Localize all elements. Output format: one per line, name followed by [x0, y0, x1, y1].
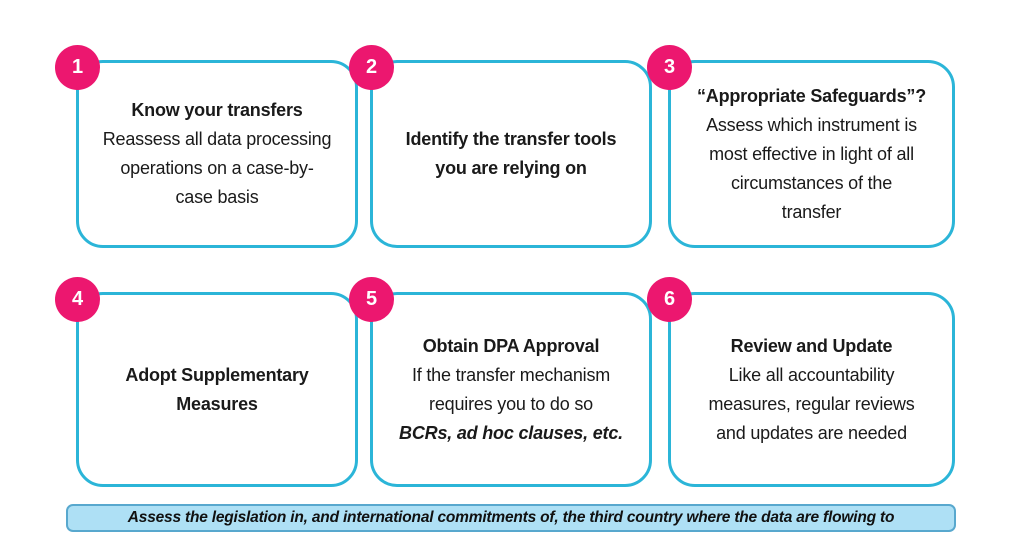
step-note: BCRs, ad hoc clauses, etc. [399, 422, 623, 443]
step-number-badge-4: 4 [55, 277, 100, 322]
step-box-2: 2 Identify the transfer tools you are re… [349, 45, 652, 248]
step-number: 2 [365, 56, 378, 78]
step-box-3: 3 “Appropriate Safeguards”? Assess which… [647, 45, 955, 248]
banner-text: Assess the legislation in, and internati… [127, 509, 895, 526]
step-box-1: 1 Know your transfers Reassess all data … [55, 45, 358, 248]
step-number: 1 [71, 56, 84, 78]
step-box-6: 6 Review and Update Like all accountabil… [647, 277, 955, 487]
step-number-badge-6: 6 [647, 277, 692, 322]
step-body: Reassess all data processing operations … [102, 129, 332, 207]
step-title: Obtain DPA Approval [422, 335, 600, 356]
step-body: Like all accountability measures, regula… [708, 364, 915, 443]
step-number: 3 [663, 56, 676, 78]
step-number-badge-2: 2 [349, 45, 394, 90]
step-title: Know your transfers [131, 100, 303, 120]
step-title: “Appropriate Safeguards”? [696, 85, 927, 106]
step-box-4: 4 Adopt Supplementary Measures [55, 277, 358, 487]
bottom-assessment-banner: Assess the legislation in, and internati… [66, 504, 956, 532]
step-body: If the transfer mechanism requires you t… [411, 364, 611, 414]
step-number-badge-3: 3 [647, 45, 692, 90]
step-title: Review and Update [730, 335, 893, 356]
step-number: 4 [71, 288, 84, 310]
step-title: Adopt Supplementary Measures [125, 364, 309, 414]
step-body: Assess which instrument is most effectiv… [706, 114, 917, 222]
step-number-badge-1: 1 [55, 45, 100, 90]
step-number-badge-5: 5 [349, 277, 394, 322]
step-number: 6 [663, 288, 676, 310]
step-title: Identify the transfer tools you are rely… [405, 129, 617, 178]
step-number: 5 [365, 288, 378, 310]
step-box-5: 5 Obtain DPA Approval If the transfer me… [349, 277, 652, 487]
